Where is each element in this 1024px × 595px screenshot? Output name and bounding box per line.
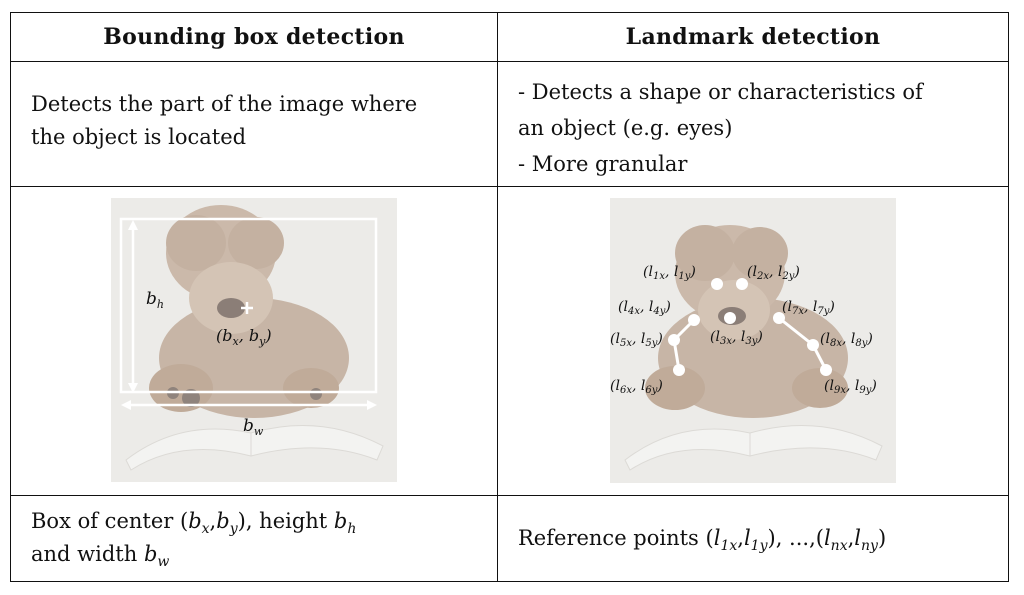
comparison-table: Bounding box detection Landmark detectio… — [10, 12, 1009, 582]
bbox-description: Detects the part of the image where the … — [31, 88, 491, 154]
landmark-figure: (l1x, l1y) (l2x, l2y) (l4x, l4y) (l3x, l… — [610, 198, 896, 483]
landmark-point-4 — [688, 314, 700, 326]
bbox-summary-prefix: Box of center — [31, 509, 180, 533]
landmark-bullet-1-cont: an object (e.g. eyes) — [518, 116, 733, 140]
landmark-summary: Reference points (l1x,l1y), ...,(lnx,lny… — [518, 526, 887, 554]
header-landmark: Landmark detection — [625, 24, 881, 50]
landmark-point-8 — [807, 339, 819, 351]
row-divider-2 — [11, 495, 1008, 496]
row-divider-1 — [11, 186, 1008, 187]
landmark-point-9 — [820, 364, 832, 376]
svg-text:(bx, by): (bx, by) — [216, 326, 272, 348]
landmark-point-2 — [736, 278, 748, 290]
landmark-point-7 — [773, 312, 785, 324]
teddy-bear-bbox-illustration: bh (bx, by) bw — [111, 198, 397, 482]
bbox-description-line1: Detects the part of the image where — [31, 92, 418, 116]
bbox-summary: Box of center (bx,by), height bh and wid… — [31, 505, 491, 571]
landmark-point-5 — [668, 334, 680, 346]
header-divider — [11, 61, 1008, 62]
bbox-summary-line2-prefix: and width — [31, 542, 144, 566]
teddy-bear-landmarks-illustration: (l1x, l1y) (l2x, l2y) (l4x, l4y) (l3x, l… — [610, 198, 896, 483]
landmark-point-6 — [673, 364, 685, 376]
landmark-description: - Detects a shape or characteristics of … — [518, 74, 1008, 182]
column-divider — [497, 13, 498, 581]
landmark-summary-ellipsis: , ..., — [775, 526, 816, 550]
header-bounding-box: Bounding box detection — [103, 24, 405, 50]
bbox-figure: bh (bx, by) bw — [111, 198, 397, 482]
landmark-point-1 — [711, 278, 723, 290]
landmark-summary-prefix: Reference points — [518, 526, 706, 550]
landmark-bullet-1: - Detects a shape or characteristics of — [518, 80, 923, 104]
landmark-point-3 — [724, 312, 736, 324]
bbox-description-line2: the object is located — [31, 125, 247, 149]
bbox-summary-line1: Box of center (bx,by), height bh — [31, 509, 357, 537]
bbox-summary-line2: and width bw — [31, 542, 170, 570]
landmark-bullet-2: - More granular — [518, 152, 688, 176]
bbox-summary-mid: , height — [245, 509, 334, 533]
